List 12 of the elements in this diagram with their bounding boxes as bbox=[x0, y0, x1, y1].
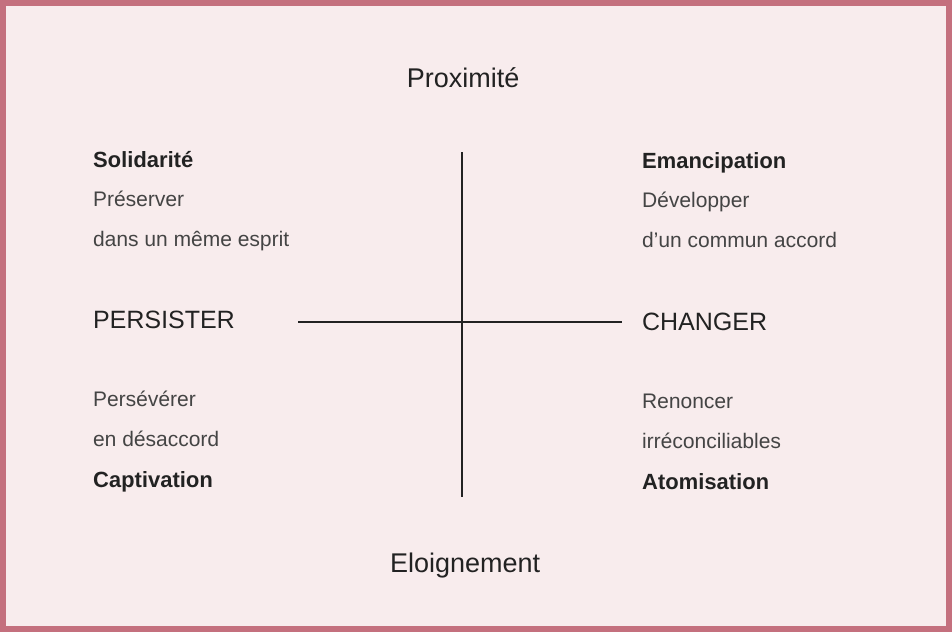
quadrant-description: Persévérer en désaccord bbox=[93, 387, 220, 453]
axis-label: Proximité bbox=[406, 62, 520, 95]
axis-label: Eloignement bbox=[390, 547, 540, 580]
quadrant-description: Renoncer irréconciliables bbox=[642, 389, 781, 455]
quadrant-title: Atomisation bbox=[642, 468, 770, 496]
quadrant-title: Captivation bbox=[93, 466, 213, 494]
quadrant-description: Préserver dans un même esprit bbox=[93, 187, 290, 253]
quadrant-title: Emancipation bbox=[642, 147, 786, 175]
quadrant-description: Développer d’un commun accord bbox=[642, 188, 837, 254]
pole-label: PERSISTER bbox=[93, 305, 235, 336]
quadrant-title: Solidarité bbox=[93, 146, 194, 174]
pole-label: CHANGER bbox=[642, 307, 768, 338]
